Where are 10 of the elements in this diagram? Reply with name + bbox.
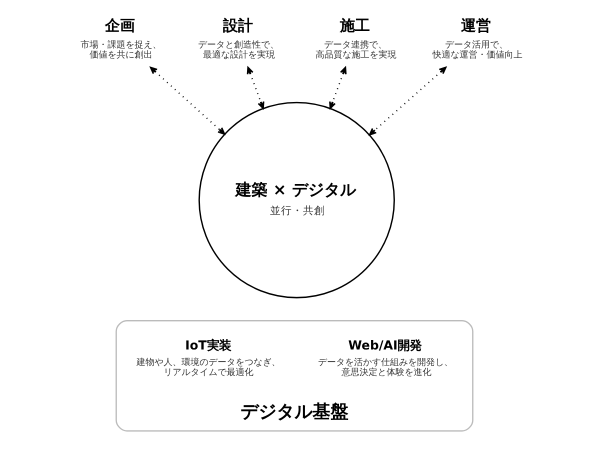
node-text: 設計 データと創造性で、最適な設計を実現 (198, 16, 279, 60)
node-text: 運営 データ活用で、快適な運営・価値向上 (432, 16, 522, 60)
arrow (149, 66, 225, 135)
node-text: 企画 市場・課題を捉え、価値を共に創出 (80, 16, 162, 60)
node-text: 施工 データ連携で、高品質な施工を実現 (314, 16, 396, 60)
arrow (368, 66, 446, 136)
arrow (246, 66, 264, 110)
node-text: Web/AI開発 データを活かす仕組みを開発し、意思決定と体験を進化 (318, 337, 453, 378)
node-text: IoT実装 建物や人、環境のデータをつなぎ、リアルタイムで最適化 (136, 337, 280, 378)
arrow (328, 66, 346, 110)
